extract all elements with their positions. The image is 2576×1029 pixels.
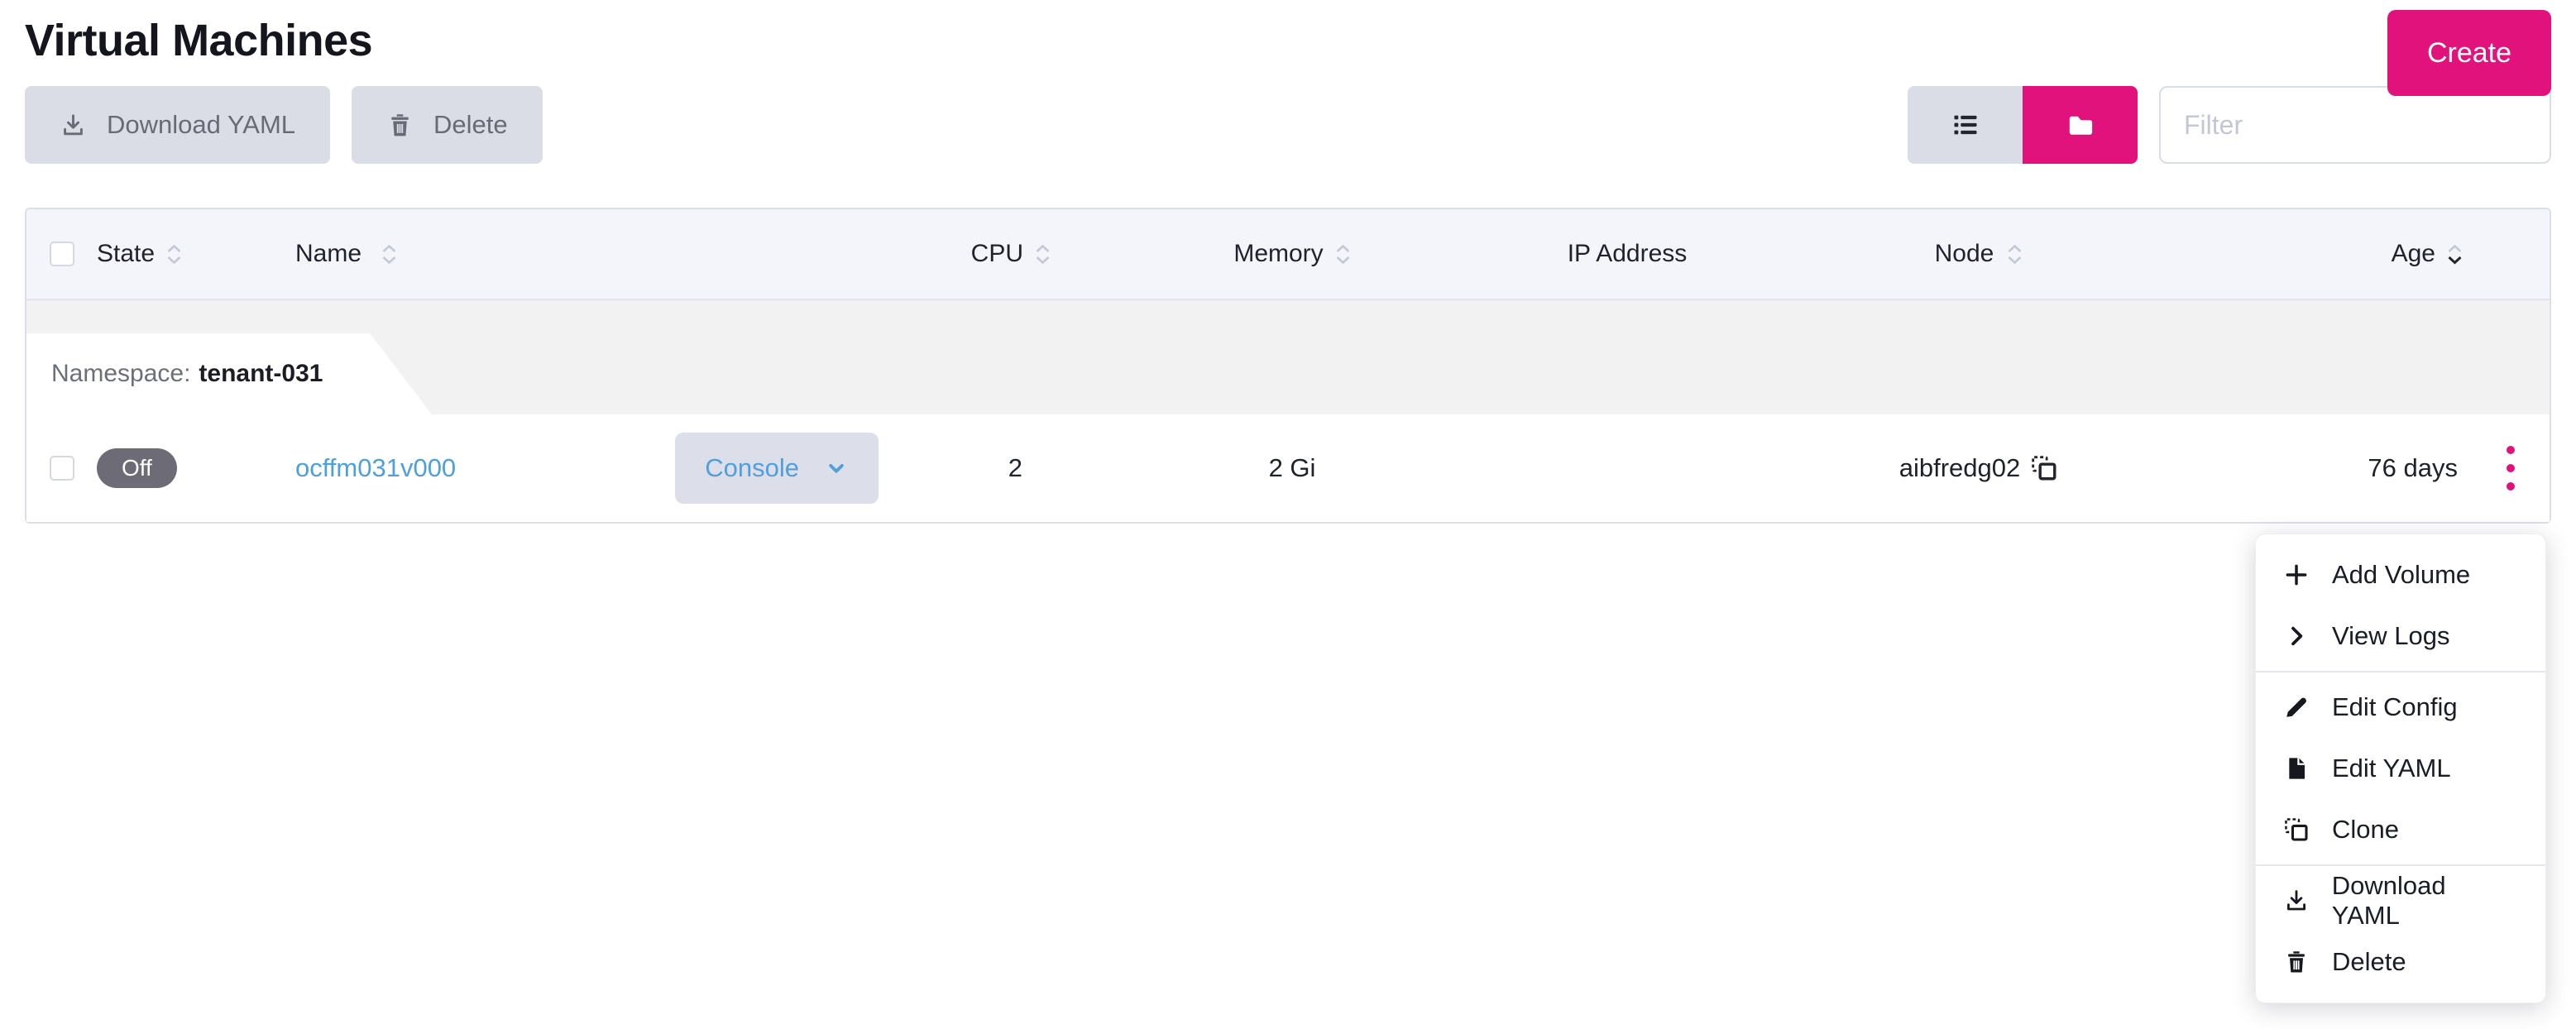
- menu-divider: [2256, 864, 2545, 866]
- column-header-age[interactable]: Age: [2194, 240, 2471, 268]
- column-label: Age: [2391, 240, 2435, 267]
- download-yaml-label: Download YAML: [107, 110, 296, 139]
- trash-icon: [391, 113, 409, 136]
- menu-item-label: Add Volume: [2332, 560, 2471, 589]
- plus-icon: [2282, 561, 2310, 589]
- vm-name-link[interactable]: ocffm031v000: [295, 453, 457, 482]
- namespace-tab: Namespace: tenant-031: [26, 333, 432, 414]
- column-label: CPU: [970, 240, 1023, 267]
- download-yaml-button[interactable]: Download YAML: [25, 86, 331, 164]
- column-header-node[interactable]: Node: [1764, 240, 2194, 268]
- column-label: Name: [295, 240, 362, 267]
- menu-item-clone[interactable]: Clone: [2256, 799, 2545, 860]
- delete-label: Delete: [433, 110, 508, 139]
- column-header-memory[interactable]: Memory: [1094, 240, 1491, 268]
- menu-item-label: Delete: [2332, 947, 2406, 976]
- bulk-actions: Download YAML Delete: [25, 86, 543, 164]
- actions-row: Download YAML Delete: [0, 86, 2576, 164]
- list-view-button[interactable]: [1908, 86, 2023, 164]
- menu-item-view-logs[interactable]: View Logs: [2256, 605, 2545, 667]
- pencil-icon: [2282, 693, 2310, 721]
- sort-arrows-icon: [2007, 244, 2023, 265]
- select-all-cell: [26, 242, 97, 266]
- age-cell: 76 days: [2368, 453, 2458, 482]
- menu-item-add-volume[interactable]: Add Volume: [2256, 544, 2545, 605]
- delete-button[interactable]: Delete: [352, 86, 543, 164]
- menu-item-edit-yaml[interactable]: Edit YAML: [2256, 738, 2545, 799]
- column-header-state[interactable]: State: [97, 240, 295, 268]
- state-cell: Off: [97, 448, 295, 488]
- copy-icon[interactable]: [2030, 454, 2058, 482]
- list-icon: [1954, 115, 1976, 135]
- state-badge: Off: [97, 448, 177, 488]
- download-icon: [64, 113, 83, 135]
- column-label: IP Address: [1567, 240, 1688, 267]
- sort-arrows-icon: [1335, 244, 1351, 265]
- folder-icon: [2069, 116, 2092, 135]
- row-select-cell: [26, 456, 97, 481]
- row-actions-cell: [2471, 439, 2550, 497]
- page-title: Virtual Machines: [25, 16, 373, 65]
- menu-item-label: Download YAML: [2331, 871, 2446, 930]
- column-label: Memory: [1233, 240, 1324, 267]
- trash-icon: [2282, 948, 2310, 976]
- column-label: Node: [1934, 240, 1994, 267]
- vm-page: Virtual Machines Create Download YAML De…: [0, 0, 2576, 1003]
- console-label: Console: [705, 453, 799, 482]
- page-header: Virtual Machines Create: [0, 0, 2576, 96]
- file-icon: [2282, 754, 2310, 783]
- column-header-name[interactable]: Name: [295, 240, 879, 268]
- list-controls: [1908, 86, 2551, 164]
- column-header-ip-address[interactable]: IP Address: [1491, 240, 1764, 268]
- namespace-label: Namespace:: [51, 360, 191, 387]
- create-button[interactable]: Create: [2387, 10, 2551, 96]
- sort-arrows-icon: [381, 244, 397, 265]
- chevron-down-icon: [829, 464, 844, 473]
- vm-table: State Name CPU: [25, 208, 2551, 524]
- clone-icon: [2282, 816, 2310, 844]
- column-header-cpu[interactable]: CPU: [879, 240, 1094, 268]
- menu-item-label: Edit YAML: [2332, 754, 2451, 783]
- menu-item-download-yaml[interactable]: Download YAML: [2256, 870, 2545, 931]
- menu-item-delete[interactable]: Delete: [2256, 931, 2545, 993]
- menu-divider: [2256, 671, 2545, 672]
- console-button[interactable]: Console: [675, 433, 879, 504]
- table-row: Off ocffm031v000 Console 2 2 Gi aibfredg…: [26, 414, 2550, 522]
- node-name: aibfredg02: [1898, 453, 2021, 482]
- chevron-right-icon: [2282, 622, 2310, 650]
- sort-arrows-icon: [1035, 244, 1051, 265]
- memory-cell: 2 Gi: [1268, 453, 1316, 482]
- download-icon: [2282, 887, 2310, 915]
- sort-arrows-icon: [2447, 244, 2463, 265]
- sort-arrows-icon: [166, 244, 182, 265]
- node-cell: aibfredg02: [1764, 453, 2194, 483]
- menu-item-label: View Logs: [2332, 621, 2450, 650]
- menu-item-label: Edit Config: [2332, 692, 2458, 721]
- filter-input[interactable]: [2159, 86, 2551, 164]
- view-toggle: [1908, 86, 2138, 164]
- menu-item-label: Clone: [2332, 815, 2399, 844]
- menu-item-edit-config[interactable]: Edit Config: [2256, 677, 2545, 738]
- row-checkbox[interactable]: [50, 456, 74, 481]
- table-header-row: State Name CPU: [26, 209, 2550, 300]
- row-actions-menu: Add Volume View Logs Edit Config Edit YA…: [2255, 534, 2546, 1003]
- name-cell: ocffm031v000 Console: [295, 433, 879, 504]
- namespace-value: tenant-031: [199, 360, 323, 387]
- cpu-cell: 2: [1008, 453, 1022, 482]
- column-label: State: [97, 240, 156, 267]
- grouped-view-button[interactable]: [2023, 86, 2138, 164]
- namespace-group-row: Namespace: tenant-031: [26, 300, 2550, 414]
- row-actions-kebab[interactable]: [2495, 439, 2526, 497]
- select-all-checkbox[interactable]: [50, 242, 74, 266]
